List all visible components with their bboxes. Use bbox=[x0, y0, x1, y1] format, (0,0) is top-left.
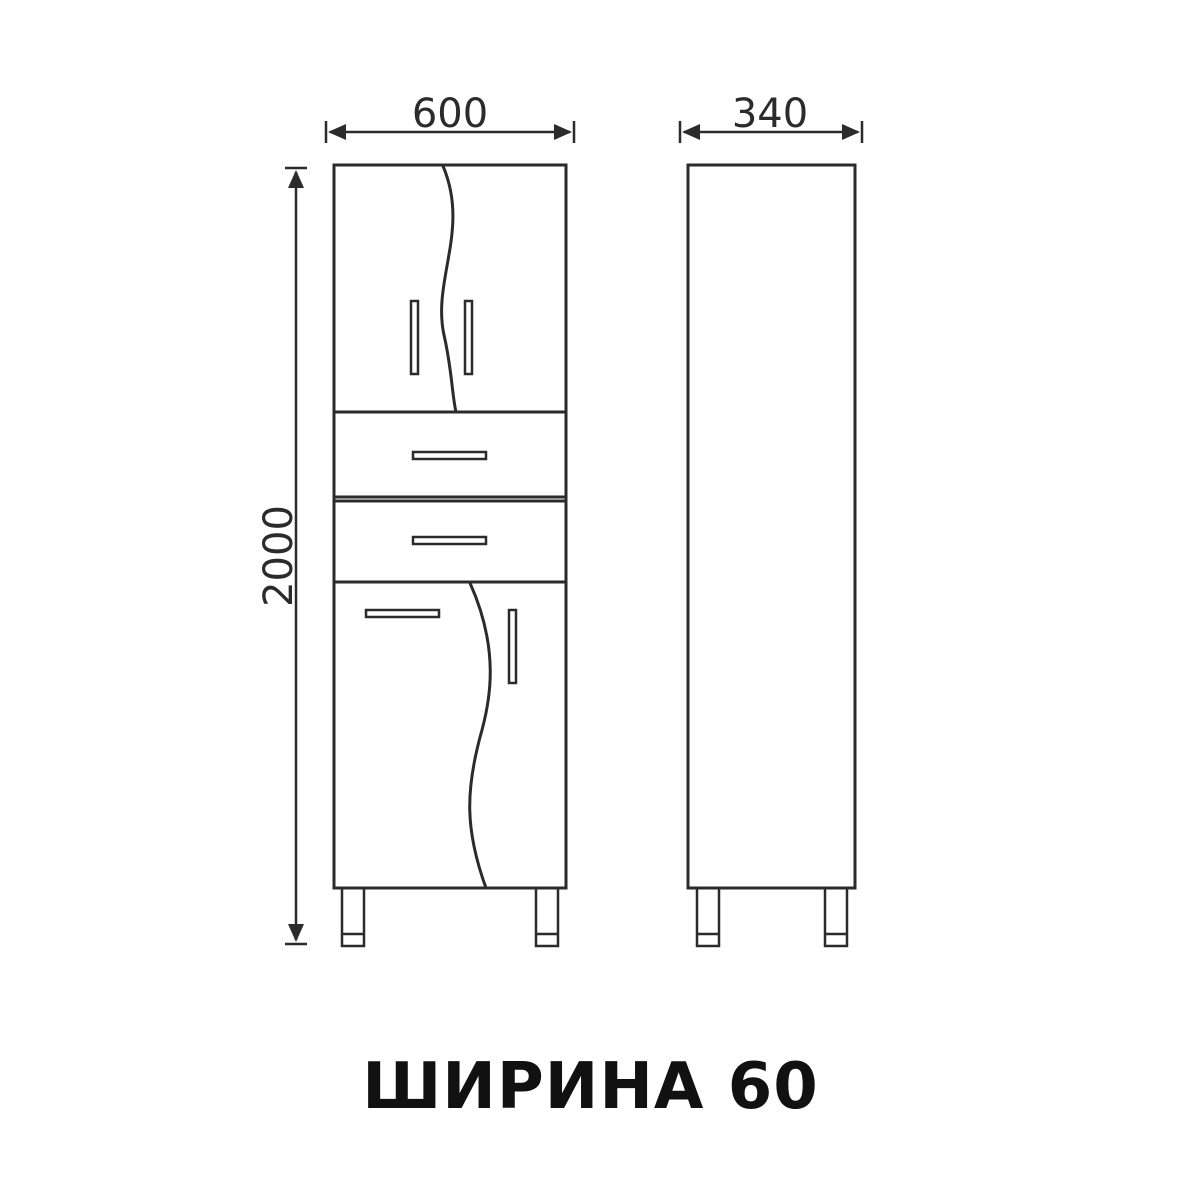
upper-left-handle bbox=[409, 299, 420, 376]
height-dimension: 2000 bbox=[256, 166, 307, 946]
side-left-leg bbox=[695, 886, 721, 948]
side-right-leg bbox=[823, 886, 849, 948]
front-right-leg bbox=[534, 886, 560, 948]
upper-right-handle bbox=[463, 299, 474, 376]
width-caption: ШИРИНА 60 bbox=[362, 1050, 819, 1124]
front-left-leg bbox=[340, 886, 366, 948]
width-label: 600 bbox=[412, 91, 488, 137]
front-view bbox=[332, 163, 568, 948]
lower-left-handle bbox=[364, 608, 441, 619]
lower-door-split bbox=[468, 581, 492, 890]
side-view bbox=[686, 163, 857, 948]
depth-dimension: 340 bbox=[678, 91, 864, 143]
lower-right-handle bbox=[507, 608, 518, 685]
upper-door-split bbox=[440, 164, 458, 414]
width-dimension: 600 bbox=[324, 91, 576, 143]
depth-label: 340 bbox=[732, 91, 808, 137]
drawer-1-handle bbox=[411, 450, 488, 461]
drawer-2-handle bbox=[411, 535, 488, 546]
height-label: 2000 bbox=[256, 505, 302, 607]
